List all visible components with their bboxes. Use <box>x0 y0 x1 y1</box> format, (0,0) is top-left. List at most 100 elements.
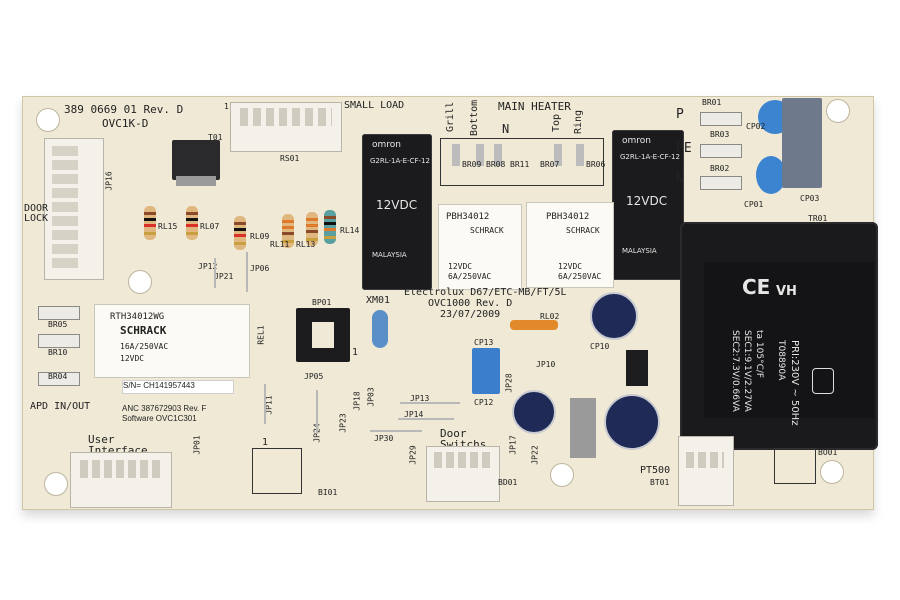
connector-pins <box>80 460 162 478</box>
ring-label: Ring <box>573 109 584 134</box>
electrolytic-capacitor <box>590 292 638 340</box>
spade-terminal[interactable] <box>494 144 502 166</box>
jumper-wire <box>214 258 216 288</box>
mounting-hole <box>550 463 574 487</box>
film-capacitor <box>472 348 500 394</box>
spade-terminal[interactable] <box>554 144 562 166</box>
pe-label: PE <box>676 141 692 156</box>
relay-rating: 6A/250VAC <box>448 272 492 281</box>
bi01-label: BI01 <box>318 488 338 497</box>
relay-model: G2RL-1A-E-CF-12 <box>370 157 430 165</box>
info-sticker: ANC 387672903 Rev. F Software OVC1C301 <box>122 404 232 428</box>
electrolytic-capacitor <box>512 390 556 434</box>
maker-line-3: 23/07/2009 <box>440 309 501 320</box>
jp03-label: JP03 <box>366 387 376 407</box>
bi01-pin-one: 1 <box>262 437 269 448</box>
connector-pins <box>52 146 78 270</box>
power-terminal-pe[interactable] <box>700 144 742 158</box>
br11-label: BR11 <box>510 160 530 169</box>
electrolytic-capacitor <box>604 394 660 450</box>
jp06-label: JP06 <box>250 264 270 273</box>
br09-label: BR09 <box>462 160 482 169</box>
jp11-label: JP11 <box>264 395 274 415</box>
jp28-label: JP28 <box>504 373 514 393</box>
mounting-hole <box>826 99 850 123</box>
socket-pin-one: 1 <box>352 347 359 358</box>
br02-label: BR02 <box>710 164 730 173</box>
ceramic-capacitor <box>756 156 786 194</box>
schrack-relay <box>526 202 614 288</box>
transformer-face <box>704 262 874 418</box>
jp23-label: JP23 <box>338 413 348 433</box>
apd-terminal[interactable] <box>38 306 80 320</box>
heatsink-regulator <box>570 398 596 458</box>
transistor <box>626 350 648 386</box>
regulator-tab <box>176 176 216 186</box>
mounting-hole <box>44 472 68 496</box>
small-load-label: SMALL LOAD <box>344 100 405 111</box>
jumper-wire <box>398 418 454 420</box>
bo01-label: BO01 <box>818 448 838 457</box>
transformer-sec1: SEC1:9.1V/2.27VA <box>742 330 752 412</box>
br03-label: BR03 <box>710 130 730 139</box>
resistor <box>510 320 558 330</box>
pt500-connector[interactable] <box>678 436 734 506</box>
spade-terminal[interactable] <box>452 144 460 166</box>
resistor <box>144 206 156 240</box>
relay-brand: SCHRACK <box>470 226 504 235</box>
ce-mark: CE <box>742 275 771 299</box>
jumper-wire <box>316 390 318 434</box>
apd-inout-label: APD IN/OUT <box>30 401 91 412</box>
heater-terminal-block <box>440 138 604 186</box>
rel1-label: REL1 <box>256 325 266 345</box>
relay-origin: MALAYSIA <box>622 247 657 255</box>
bt01-label: BT01 <box>650 478 670 487</box>
pin-one-label: 1 <box>224 102 229 111</box>
spade-terminal[interactable] <box>576 144 584 166</box>
maker-line-2: OVC1000 Rev. D <box>428 298 513 309</box>
relay-voltage: 12VDC <box>558 262 583 271</box>
jp16-label: JP16 <box>104 171 114 191</box>
br06-label: BR06 <box>586 160 606 169</box>
model-code: OVC1K-D <box>102 117 149 130</box>
side-relay <box>94 304 250 378</box>
transformer-model: T08890A <box>776 340 786 381</box>
resistor <box>306 212 318 246</box>
jumper-wire <box>264 384 266 424</box>
power-terminal-p[interactable] <box>700 112 742 126</box>
connector-pins <box>240 108 332 126</box>
grill-label: Grill <box>445 101 456 132</box>
jumper-wire <box>246 252 248 292</box>
rl02-label: RL02 <box>540 312 560 321</box>
jp30-label: JP30 <box>374 434 394 443</box>
ceramic-capacitor <box>372 310 388 348</box>
apd-terminal[interactable] <box>38 334 80 348</box>
relay-rating: 6A/250VAC <box>558 272 602 281</box>
mounting-hole <box>820 460 844 484</box>
omron-relay <box>612 130 684 280</box>
cp10-label: CP10 <box>590 342 610 351</box>
power-terminal-n[interactable] <box>700 176 742 190</box>
rs01-label: RS01 <box>280 154 300 163</box>
user-interface-label: User Interface <box>88 433 148 457</box>
serial-number: S/N= CH141957443 <box>123 381 195 390</box>
side-relay-brand: SCHRACK <box>120 324 167 337</box>
relay-voltage: 12VDC <box>626 194 668 208</box>
jp10-label: JP10 <box>536 360 556 369</box>
p-label: P <box>676 107 684 122</box>
side-relay-model: RTH34012WG <box>110 312 165 322</box>
neutral-label: N <box>502 122 510 136</box>
spade-terminal[interactable] <box>476 144 484 166</box>
apd-terminal[interactable] <box>38 372 80 386</box>
voltage-regulator <box>172 140 220 180</box>
door-lock-label: DOOR LOCK <box>24 203 49 224</box>
resistor <box>282 214 294 248</box>
maker-line-1: Electrolux D67/ETC-MB/FT/5L <box>404 287 567 298</box>
x-capacitor <box>782 98 822 188</box>
ic-socket-cavity <box>312 322 334 348</box>
relay-origin: MALAYSIA <box>372 251 407 259</box>
jp17-label: JP17 <box>508 435 518 455</box>
serial-sticker: S/N= CH141957443 <box>122 380 234 394</box>
br07-label: BR07 <box>540 160 560 169</box>
main-heater-label: MAIN HEATER <box>498 100 571 113</box>
